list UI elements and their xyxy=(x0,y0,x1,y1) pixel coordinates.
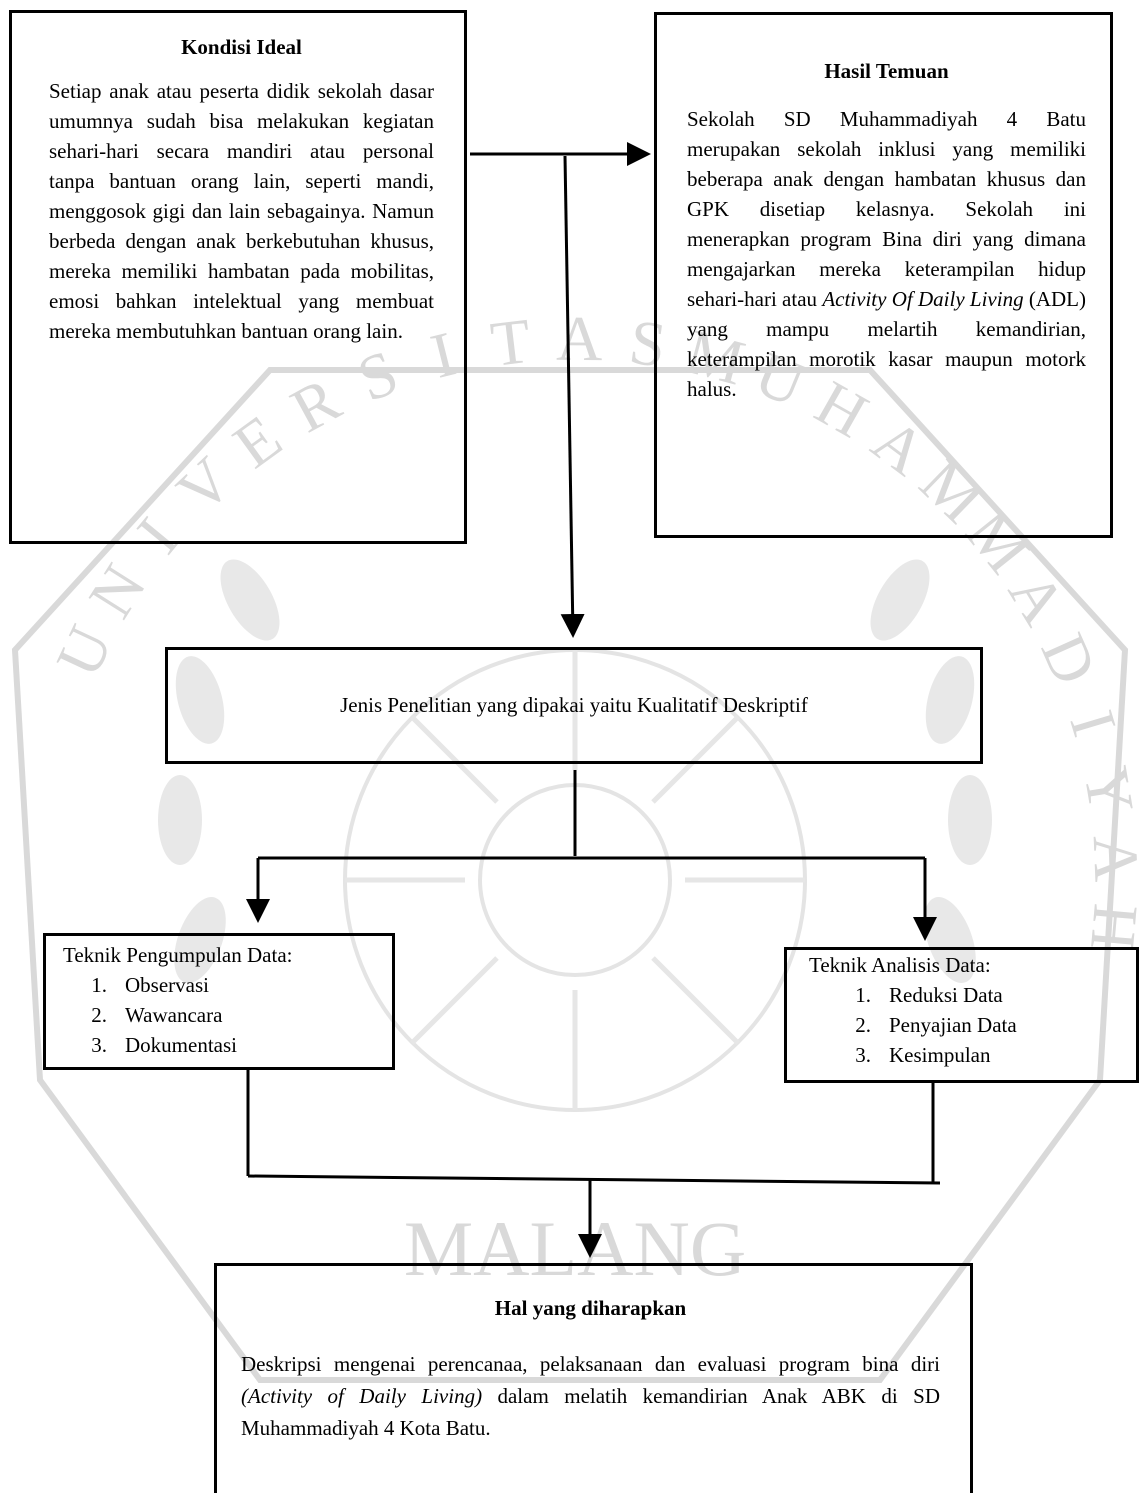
hasil-temuan-body-text-1: Sekolah SD Muhammadiyah 4 Batu merupakan… xyxy=(687,107,1086,312)
teknik-pengumpulan-box: Teknik Pengumpulan Data: 1.Observasi 2.W… xyxy=(43,933,395,1070)
arrow-to-jenis-penelitian xyxy=(560,155,585,638)
teknik-pengumpulan-list: 1.Observasi 2.Wawancara 3.Dokumentasi xyxy=(63,970,392,1060)
list-item: 1.Observasi xyxy=(91,973,209,997)
hasil-temuan-body: Sekolah SD Muhammadiyah 4 Batu merupakan… xyxy=(687,104,1086,404)
hal-diharapkan-title: Hal yang diharapkan xyxy=(494,1296,687,1320)
list-item: 3.Kesimpulan xyxy=(855,1043,991,1067)
teknik-pengumpulan-title: Teknik Pengumpulan Data: xyxy=(63,943,293,967)
teknik-analisis-list: 1.Reduksi Data 2.Penyajian Data 3.Kesimp… xyxy=(827,980,1136,1070)
watermark-letter: A xyxy=(1080,834,1139,883)
kondisi-ideal-title: Kondisi Ideal xyxy=(181,35,302,59)
watermark-letter: T xyxy=(487,305,534,380)
hasil-temuan-body-text-2: (ADL) yang mampu melartih kemandirian, k… xyxy=(687,287,1086,402)
teknik-analisis-box: Teknik Analisis Data: 1.Reduksi Data 2.P… xyxy=(784,947,1139,1083)
hal-diharapkan-body-italic: (Activity of Daily Living) xyxy=(241,1384,483,1409)
jenis-penelitian-text: Jenis Penelitian yang dipakai yaitu Kual… xyxy=(340,693,808,717)
list-item: 2.Wawancara xyxy=(91,1003,223,1027)
hasil-temuan-title: Hasil Temuan xyxy=(824,59,949,83)
watermark-bottom-text: MALANG xyxy=(404,1205,746,1292)
hal-diharapkan-body: Deskripsi mengenai perencanaa, pelaksana… xyxy=(241,1348,940,1444)
teknik-analisis-title: Teknik Analisis Data: xyxy=(809,953,991,977)
hasil-temuan-box: Hasil Temuan Sekolah SD Muhammadiyah 4 B… xyxy=(654,12,1113,538)
kondisi-ideal-box: Kondisi Ideal Setiap anak atau peserta d… xyxy=(9,10,467,544)
jenis-penelitian-box: Jenis Penelitian yang dipakai yaitu Kual… xyxy=(165,647,983,764)
hal-diharapkan-body-text-1: Deskripsi mengenai perencanaa, pelaksana… xyxy=(241,1352,940,1377)
list-item: 2.Penyajian Data xyxy=(855,1013,1017,1037)
list-item: 1.Reduksi Data xyxy=(855,983,1003,1007)
merge-horizontal-line xyxy=(247,1174,941,1185)
watermark-letter: A xyxy=(556,303,603,374)
watermark-letter: H xyxy=(1077,901,1139,953)
hal-diharapkan-body-text-2: dalam melatih kemandirian Anak ABK di SD… xyxy=(241,1384,940,1441)
watermark-letter: Y xyxy=(1070,762,1139,819)
hasil-temuan-body-italic: Activity Of Daily Living xyxy=(822,287,1024,312)
kondisi-ideal-body: Setiap anak atau peserta didik sekolah d… xyxy=(49,79,434,344)
hal-diharapkan-box: Hal yang diharapkan Deskripsi mengenai p… xyxy=(214,1263,973,1493)
list-item: 3.Dokumentasi xyxy=(91,1033,237,1057)
